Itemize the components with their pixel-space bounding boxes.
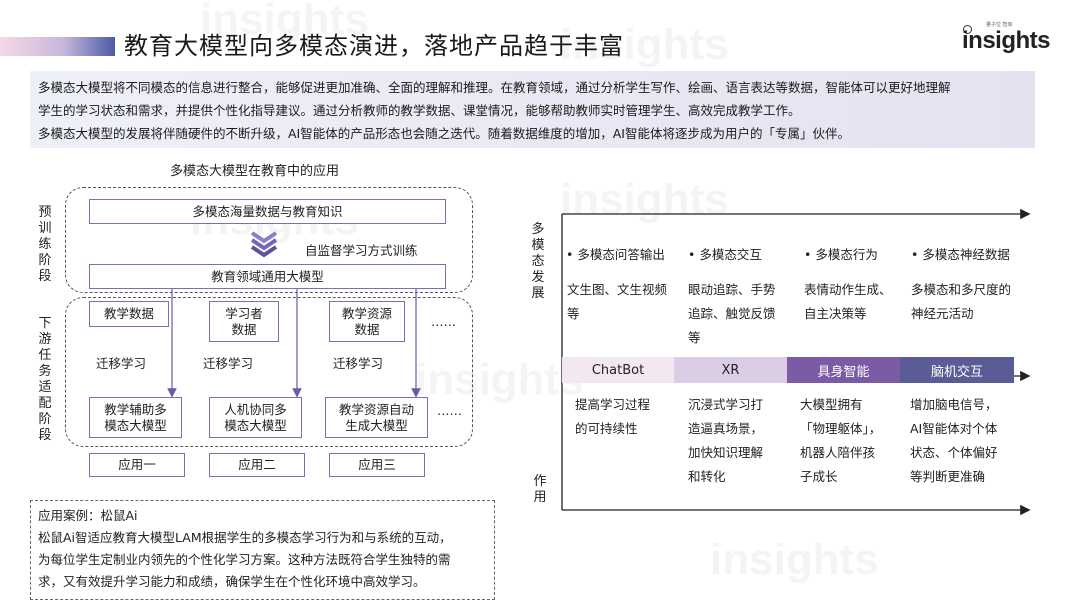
case-line-1: 松鼠Ai智适应教育大模型LAM根据学生的多模态学习行为和与系统的互动，: [38, 530, 452, 545]
data-source-teaching: 教学数据: [89, 301, 169, 327]
brand-logo: 量子位 智库 insights: [960, 20, 1060, 60]
case-line-3: 求，又有效提升学习能力和成绩，确保学生在个性化环境中高效学习。: [38, 574, 426, 589]
transfer-label-1: 迁移学习: [96, 356, 147, 371]
data-source-more: ……: [431, 314, 456, 329]
logo-subtext: 量子位 智库: [986, 22, 1013, 28]
transfer-label-2: 迁移学习: [203, 356, 254, 371]
data-source-resources: 教学资源 数据: [329, 301, 405, 342]
stage-band-xr: XR: [674, 357, 787, 383]
case-title: 应用案例：松鼠Ai: [38, 508, 138, 523]
model-resource-gen: 教学资源自动 生成大模型: [325, 397, 428, 438]
case-line-2: 为每位学生定制业内领先的个性化学习方案。这种方法既符合学生独特的需: [38, 552, 451, 567]
column-desc-3: 表情动作生成、 自主决策等: [804, 282, 892, 321]
logo-dot-icon: [963, 25, 972, 34]
column-desc-1: 文生图、文生视频 等: [567, 282, 668, 321]
page-title: 教育大模型向多模态演进，落地产品趋于丰富: [124, 32, 624, 60]
column-head-4: • 多模态神经数据: [911, 247, 1010, 262]
general-model-box: 教育领域通用大模型: [89, 264, 446, 289]
pretrain-group: [65, 187, 473, 293]
stage-label-pretrain: 预训练阶段: [38, 205, 52, 284]
training-method-label: 自监督学习方式训练: [305, 243, 418, 258]
model-human-machine: 人机协同多 模态大模型: [209, 397, 302, 438]
column-head-3: • 多模态行为: [804, 247, 878, 262]
chevron-down-icon: [250, 231, 278, 258]
column-head-2: • 多模态交互: [688, 247, 762, 262]
case-panel: 应用案例：松鼠Ai 松鼠Ai智适应教育大模型LAM根据学生的多模态学习行为和与系…: [30, 500, 495, 600]
application-3: 应用三: [329, 453, 425, 477]
pretrain-data-box: 多模态海量数据与教育知识: [89, 199, 446, 224]
data-source-learner: 学习者 数据: [209, 301, 279, 342]
intro-panel: 多模态大模型将不同模态的信息进行整合，能够促进更加准确、全面的理解和推理。在教育…: [30, 71, 1035, 148]
watermark-5: insights: [710, 535, 879, 585]
diagram-title: 多模态大模型在教育中的应用: [170, 164, 340, 179]
intro-line-3: 多模态大模型的发展将伴随硬件的不断升级，AI智能体的产品形态也会随之迭代。随着数…: [38, 126, 850, 141]
stage-band-chatbot: ChatBot: [562, 357, 674, 383]
axis-label-multimodal: 多模态发展: [531, 222, 545, 301]
column-effect-1: 提高学习过程 的可持续性: [575, 397, 651, 436]
intro-line-1: 多模态大模型将不同模态的信息进行整合，能够促进更加准确、全面的理解和推理。在教育…: [38, 80, 951, 95]
column-desc-4: 多模态和多尺度的 神经元活动: [911, 282, 1012, 321]
model-more: ……: [437, 403, 462, 418]
application-1: 应用一: [89, 453, 185, 477]
logo-wordmark: insights: [962, 27, 1051, 54]
column-effect-3: 大模型拥有 「物理躯体」， 机器人陪伴孩 子成长: [800, 397, 882, 484]
title-accent-bar: [0, 37, 115, 56]
transfer-label-3: 迁移学习: [333, 356, 384, 371]
downstream-group: [65, 297, 473, 447]
column-desc-2: 眼动追踪、手势 追踪、触觉反馈 等: [688, 282, 776, 345]
stage-label-downstream: 下游任务适配阶段: [38, 316, 52, 443]
stage-band-embodied: 具身智能: [787, 357, 900, 383]
axis-label-effect: 作用: [533, 474, 547, 505]
column-effect-2: 沉浸式学习打 造逼真场景， 加快知识理解 和转化: [688, 397, 764, 484]
intro-line-2: 学生的学习状态和需求，并提供个性化指导建议。通过分析教师的教学数据、课堂情况，能…: [38, 103, 801, 118]
column-effect-4: 增加脑电信号， AI智能体对个体 状态、个体偏好 等判断更准确: [910, 397, 998, 484]
stage-band-bci: 脑机交互: [900, 357, 1014, 383]
column-head-1: • 多模态问答输出: [566, 247, 665, 262]
application-2: 应用二: [209, 453, 305, 477]
model-teaching-assist: 教学辅助多 模态大模型: [89, 397, 182, 438]
flow-arrows: [167, 289, 421, 398]
